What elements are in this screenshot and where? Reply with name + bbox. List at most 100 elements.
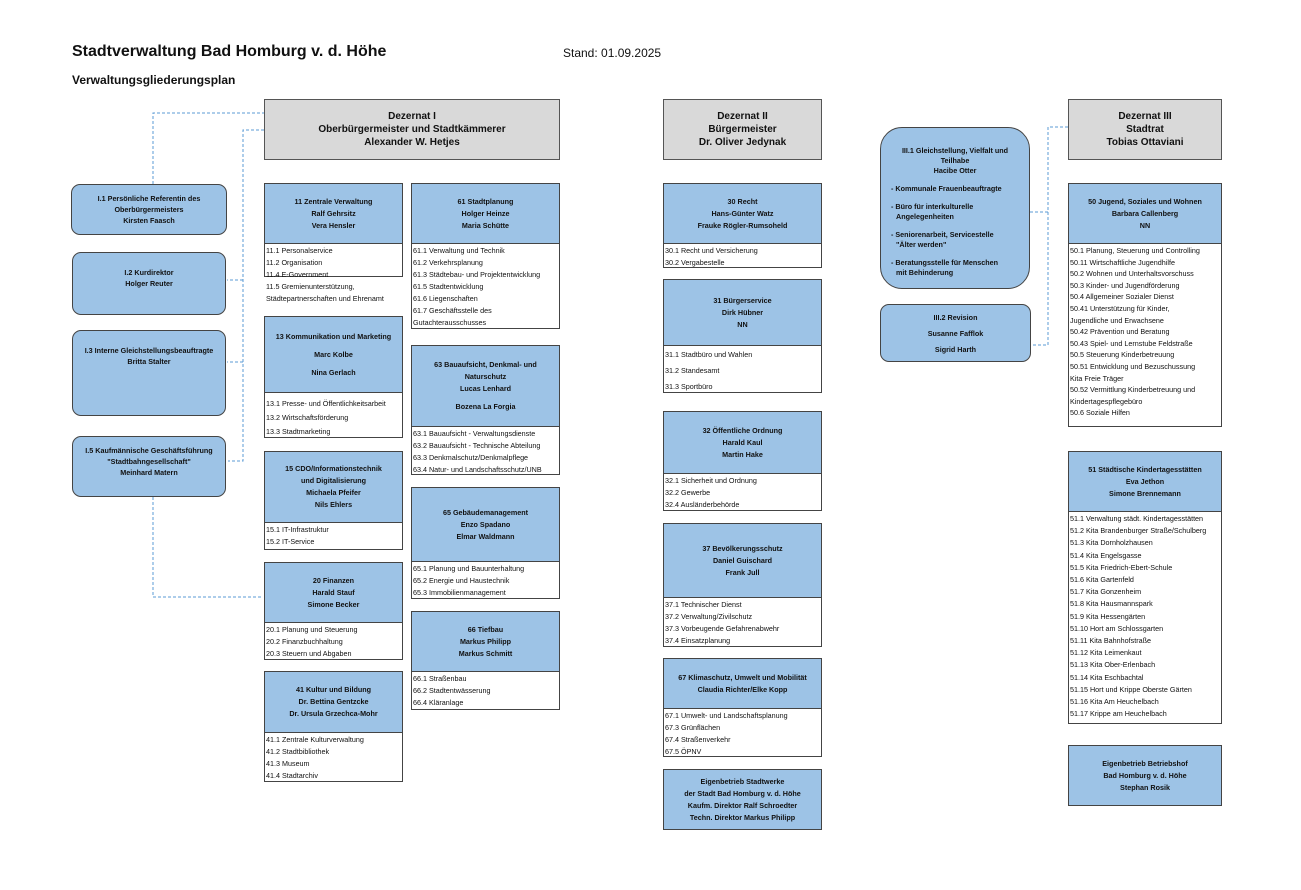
amt-61-item: Gutachterausschusses [413, 318, 487, 327]
amt-11-title: 11 Zentrale Verwaltung [294, 196, 373, 206]
amt-41-lead-2: Dr. Ursula Grzechca-Mohr [289, 709, 378, 718]
staff-iii1-bullet-2b: Angelegenheiten [896, 212, 954, 221]
dezernat-3-line1: Dezernat III [1118, 111, 1172, 122]
staff-unit-iii2: III.2 Revision Susanne Fafflok Sigrid Ha… [880, 304, 1031, 362]
stadtwerke-line1: Eigenbetrieb Stadtwerke [700, 776, 785, 786]
amt-37-item: 37.2 Verwaltung/Zivilschutz [665, 612, 753, 621]
amt-50: 50 Jugend, Soziales und Wohnen Barbara C… [1068, 183, 1222, 427]
amt-20-title: 20 Finanzen [312, 575, 355, 585]
amt-11-item: 11.4 E-Government [266, 270, 329, 279]
amt-15-title-2: und Digitalisierung [300, 476, 367, 485]
amt-63-lead-2: Bozena La Forgia [455, 402, 516, 411]
amt-63: 63 Bauaufsicht, Denkmal- und Naturschutz… [411, 345, 560, 475]
amt-67-item: 67.4 Straßenverkehr [665, 735, 731, 744]
amt-13-lead-2: Nina Gerlach [311, 367, 356, 377]
staff-iii1-name: Hacibe Otter [933, 166, 977, 175]
stand-date: Stand: 01.09.2025 [563, 46, 662, 60]
amt-30-lead-2: Frauke Rögler-Rumsoheld [697, 220, 788, 230]
amt-61-item: 61.5 Stadtentwicklung [413, 282, 484, 291]
amt-30: 30 Recht Hans-Günter Watz Frauke Rögler-… [663, 183, 822, 268]
amt-51-item: 51.1 Verwaltung städt. Kindertagesstätte… [1070, 514, 1204, 523]
dezernat-1-line2: Oberbürgermeister und Stadtkämmerer [318, 124, 506, 135]
amt-50-item: 50.3 Kinder- und Jugendförderung [1070, 280, 1180, 290]
amt-51-item: 51.7 Kita Gonzenheim [1070, 587, 1142, 597]
amt-51-item: 51.4 Kita Engelsgasse [1070, 550, 1142, 560]
amt-13: 13 Kommunikation und Marketing Marc Kolb… [264, 316, 403, 438]
amt-41-item: 41.3 Museum [266, 759, 310, 768]
amt-20-item: 20.3 Steuern und Abgaben [266, 649, 352, 658]
stadtwerke-line2: der Stadt Bad Homburg v. d. Höhe [684, 788, 801, 798]
amt-15: 15 CDO/Informationstechnik und Digitalis… [264, 451, 403, 550]
amt-51-item: 51.3 Kita Dornholzhausen [1070, 538, 1153, 548]
amt-61-title: 61 Stadtplanung [457, 196, 514, 206]
amt-11-item: Städtepartnerschaften und Ehrenamt [266, 294, 384, 303]
amt-51: 51 Städtische Kindertagesstätten Eva Jet… [1068, 451, 1222, 724]
amt-31-item: 31.3 Sportbüro [665, 382, 713, 391]
amt-50-lead-2: NN [1139, 220, 1151, 230]
amt-67-item: 67.1 Umwelt- und Landschaftsplanung [665, 711, 788, 720]
amt-31-title: 31 Bürgerservice [713, 295, 772, 305]
amt-61-item: 61.1 Verwaltung und Technik [413, 246, 505, 255]
dezernat-2-line2: Bürgermeister [708, 124, 777, 135]
amt-61-item: 61.3 Städtebau- und Projektentwicklung [413, 270, 541, 279]
dezernat-3-line3: Tobias Ottaviani [1106, 137, 1184, 148]
staff-i5-name: Meinhard Matern [120, 468, 178, 477]
amt-61-lead-2: Maria Schütte [461, 220, 510, 230]
staff-unit-iii1: III.1 Gleichstellung, Vielfalt und Teilh… [880, 127, 1030, 289]
staff-i3-name: Britta Stalter [127, 357, 171, 366]
amt-13-item: 13.3 Stadtmarketing [266, 427, 331, 436]
amt-41: 41 Kultur und Bildung Dr. Bettina Gentzc… [264, 671, 403, 782]
amt-50-item: 50.43 Spiel- und Lernstube Feldstraße [1070, 338, 1193, 348]
amt-51-item: 51.2 Kita Brandenburger Straße/Schulberg [1070, 526, 1207, 536]
amt-51-item: 51.15 Hort und Krippe Oberste Gärten [1070, 684, 1192, 694]
amt-50-title: 50 Jugend, Soziales und Wohnen [1088, 196, 1202, 206]
amt-65-title: 65 Gebäudemanagement [442, 507, 529, 517]
amt-50-item: Jugendliche und Erwachsene [1070, 315, 1164, 325]
amt-41-item: 41.4 Stadtarchiv [266, 771, 318, 780]
amt-11-lead-1: Ralf Gehrsitz [311, 208, 356, 218]
amt-37-lead-2: Frank Jull [725, 567, 760, 577]
amt-67-item: 67.5 ÖPNV [665, 747, 702, 756]
staff-unit-i3: I.3 Interne Gleichstellungsbeauftragte B… [72, 330, 226, 416]
amt-66: 66 Tiefbau Markus Philipp Markus Schmitt… [411, 611, 560, 710]
amt-50-item: 50.6 Soziale Hilfen [1070, 408, 1130, 418]
amt-67-lead-1: Claudia Richter/Elke Kopp [697, 684, 788, 694]
staff-iii1-bullet-4b: mit Behinderung [896, 268, 954, 277]
amt-50-item: 50.41 Unterstützung für Kinder, [1070, 303, 1170, 313]
betriebshof-line3: Stephan Rosik [1120, 782, 1170, 792]
staff-iii2-name1: Susanne Fafflok [927, 329, 984, 338]
amt-11-lead-2: Vera Hensler [311, 220, 356, 230]
amt-37-item: 37.1 Technischer Dienst [665, 600, 742, 609]
amt-13-lead-1: Marc Kolbe [314, 349, 353, 359]
amt-32-title: 32 Öffentliche Ordnung [702, 425, 783, 435]
amt-50-item: Kita Freie Träger [1070, 373, 1124, 383]
amt-63-title: 63 Bauaufsicht, Denkmal- und [434, 360, 537, 369]
amt-63-lead-1: Lucas Lenhard [459, 384, 512, 393]
staff-iii1-bullet-2a: - Büro für interkulturelle [891, 202, 974, 211]
staff-i5-title2: "Stadtbahngesellschaft" [107, 457, 191, 466]
staff-i2-name: Holger Reuter [125, 279, 173, 288]
amt-51-item: 51.16 Kita Am Heuchelbach [1070, 697, 1159, 707]
amt-50-item: 50.52 Vermittlung Kinderbetreuung und [1070, 385, 1196, 395]
amt-66-item: 66.4 Kläranlage [413, 698, 464, 707]
amt-63-item: 63.3 Denkmalschutz/Denkmalpflege [413, 453, 529, 462]
amt-20-lead-1: Harald Stauf [312, 587, 355, 597]
amt-50-item: 50.42 Prävention und Beratung [1070, 327, 1170, 337]
amt-61-item: 61.6 Liegenschaften [413, 294, 478, 303]
amt-32: 32 Öffentliche Ordnung Harald Kaul Marti… [663, 411, 822, 511]
amt-61: 61 Stadtplanung Holger Heinze Maria Schü… [411, 183, 560, 329]
dezernat-2-line1: Dezernat II [717, 111, 768, 122]
amt-61-item: 61.7 Geschäftsstelle des [413, 306, 492, 315]
amt-65-lead-1: Enzo Spadano [460, 519, 511, 529]
amt-20-item: 20.2 Finanzbuchhaltung [266, 637, 343, 646]
amt-67-title: 67 Klimaschutz, Umwelt und Mobilität [678, 672, 807, 682]
dezernat-2: Dezernat II Bürgermeister Dr. Oliver Jed… [663, 99, 822, 160]
dezernat-3-line2: Stadtrat [1126, 124, 1164, 135]
staff-iii1-title2: Teilhabe [940, 156, 970, 165]
amt-30-lead-1: Hans-Günter Watz [711, 208, 774, 218]
amt-11-item: 11.2 Organisation [266, 258, 323, 267]
amt-11: 11 Zentrale Verwaltung Ralf Gehrsitz Ver… [264, 183, 403, 303]
amt-32-lead-2: Martin Hake [722, 449, 763, 459]
staff-iii1-bullet-4a: - Beratungsstelle für Menschen [891, 258, 999, 267]
